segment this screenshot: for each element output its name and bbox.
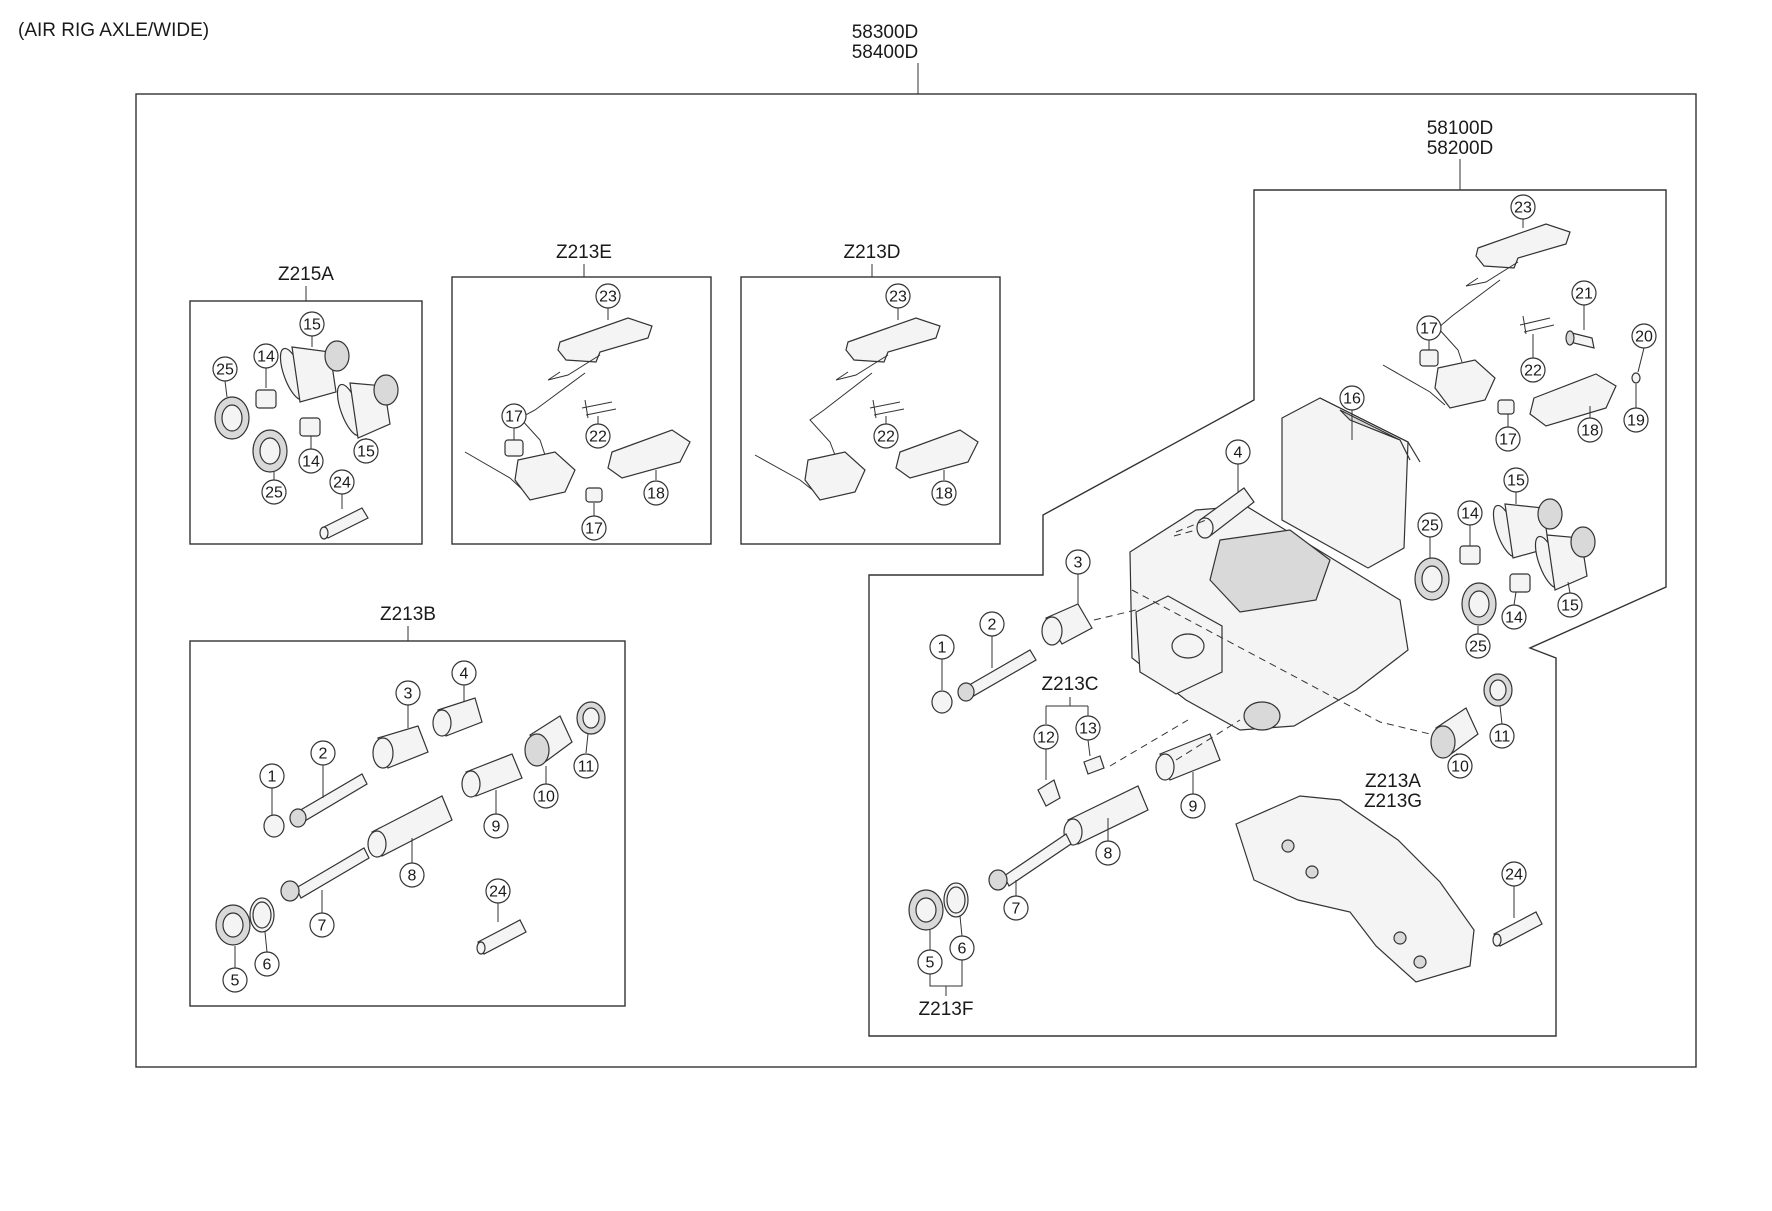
callout: 8 bbox=[1104, 846, 1113, 863]
callout: 24 bbox=[333, 475, 351, 492]
kit-parts-z215a bbox=[214, 340, 399, 540]
kit-frame-z215a bbox=[189, 300, 423, 545]
header-note: (AIR RIG AXLE/WIDE) bbox=[18, 20, 209, 41]
callouts-main: 23 21 20 17 22 19 18 17 16 4 25 14 15 3 … bbox=[917, 194, 1657, 975]
callout: 6 bbox=[958, 941, 967, 958]
callout: 10 bbox=[537, 789, 555, 806]
kit-label-z213b: Z213B bbox=[380, 604, 436, 625]
callout: 24 bbox=[1505, 867, 1523, 884]
callout: 23 bbox=[1514, 200, 1532, 217]
callout: 14 bbox=[257, 349, 275, 366]
kit-parts-z213e bbox=[464, 317, 691, 503]
callout: 13 bbox=[1079, 721, 1097, 738]
callout: 6 bbox=[263, 957, 272, 974]
kit-label-z213a: Z213A bbox=[1365, 771, 1421, 792]
callout: 14 bbox=[1505, 610, 1523, 627]
callout: 5 bbox=[231, 973, 240, 990]
callout: 15 bbox=[1507, 473, 1525, 490]
assembly-code-1: 58300D bbox=[852, 22, 919, 43]
kit-parts-z213d bbox=[754, 317, 979, 501]
callout: 7 bbox=[1012, 901, 1021, 918]
callout: 18 bbox=[935, 486, 953, 503]
callout: 4 bbox=[460, 666, 469, 683]
callout: 7 bbox=[318, 918, 327, 935]
callout: 4 bbox=[1234, 445, 1243, 462]
callout: 25 bbox=[265, 485, 283, 502]
kit-label-z215a: Z215A bbox=[278, 264, 334, 285]
callout: 18 bbox=[1581, 423, 1599, 440]
kit-frame-z213e bbox=[451, 276, 712, 545]
kit-label-z213c: Z213C bbox=[1041, 674, 1098, 695]
kit-parts-z213b bbox=[215, 697, 606, 955]
callout: 22 bbox=[589, 429, 607, 446]
callout: 24 bbox=[489, 884, 507, 901]
callout: 16 bbox=[1343, 391, 1361, 408]
callout: 25 bbox=[1421, 518, 1439, 535]
callout: 22 bbox=[877, 429, 895, 446]
callout: 14 bbox=[302, 454, 320, 471]
callout: 25 bbox=[216, 362, 234, 379]
callout: 17 bbox=[505, 409, 523, 426]
callout: 9 bbox=[492, 819, 501, 836]
callout: 9 bbox=[1189, 799, 1198, 816]
callout: 23 bbox=[889, 289, 907, 306]
callout: 1 bbox=[268, 769, 277, 786]
callout: 18 bbox=[647, 486, 665, 503]
callout: 25 bbox=[1469, 639, 1487, 656]
callout: 2 bbox=[319, 746, 328, 763]
callouts-z213e: 23 17 22 18 17 bbox=[501, 283, 669, 541]
callout: 14 bbox=[1461, 506, 1479, 523]
callout: 5 bbox=[926, 955, 935, 972]
callout: 3 bbox=[404, 686, 413, 703]
callout: 10 bbox=[1451, 759, 1469, 776]
callout: 11 bbox=[578, 759, 595, 776]
callout: 3 bbox=[1074, 555, 1083, 572]
sub-assembly-code-2: 58200D bbox=[1427, 138, 1494, 159]
callout: 8 bbox=[408, 868, 417, 885]
callout: 15 bbox=[357, 444, 375, 461]
kit-label-z213f: Z213F bbox=[919, 999, 974, 1020]
kit-label-z213e: Z213E bbox=[556, 242, 612, 263]
kit-frame-z213d bbox=[740, 276, 1001, 545]
callout: 15 bbox=[303, 317, 321, 334]
main-assembly-frame bbox=[868, 189, 1667, 1037]
callout: 12 bbox=[1037, 730, 1055, 747]
outer-frame bbox=[135, 93, 1697, 1068]
main-parts bbox=[908, 223, 1641, 983]
callout: 17 bbox=[1420, 321, 1438, 338]
kit-frame-z213b bbox=[189, 640, 626, 1007]
callout: 23 bbox=[599, 289, 617, 306]
callout: 20 bbox=[1635, 329, 1653, 346]
callouts-z213b: 4 3 2 1 10 11 9 8 24 7 5 6 bbox=[222, 660, 599, 993]
callout: 1 bbox=[938, 640, 947, 657]
kit-label-z213d: Z213D bbox=[843, 242, 900, 263]
callout: 19 bbox=[1627, 413, 1645, 430]
callouts-z213d: 23 22 18 bbox=[873, 283, 957, 506]
callouts-z215a: 15 14 25 15 14 25 24 bbox=[212, 311, 379, 509]
sub-assembly-code-1: 58100D bbox=[1427, 118, 1494, 139]
callout: 2 bbox=[988, 617, 997, 634]
kit-label-z213g: Z213G bbox=[1364, 791, 1422, 812]
callout: 22 bbox=[1524, 363, 1542, 380]
callout: 11 bbox=[1494, 729, 1511, 746]
callout: 17 bbox=[1499, 432, 1517, 449]
callout: 15 bbox=[1561, 598, 1579, 615]
callout: 17 bbox=[585, 521, 603, 538]
assembly-code-2: 58400D bbox=[852, 42, 919, 63]
callout: 21 bbox=[1575, 286, 1593, 303]
